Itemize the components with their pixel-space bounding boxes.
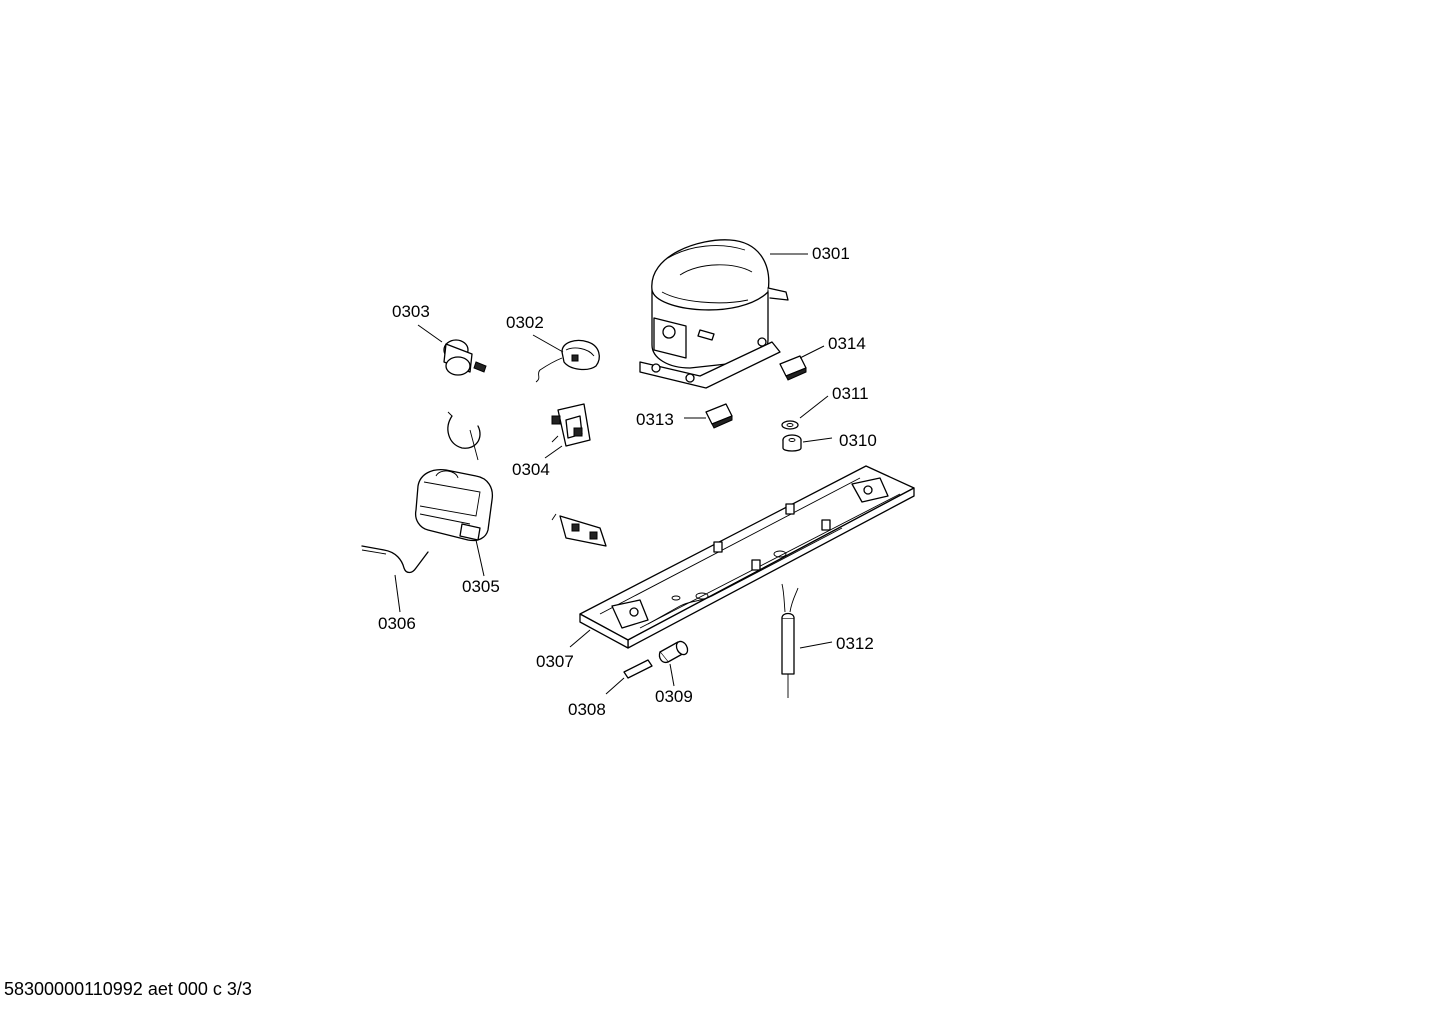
part-label-0302[interactable]: 0302 [506, 313, 544, 332]
leader-0311 [799, 395, 829, 419]
washer-icon[interactable] [781, 420, 799, 430]
retaining-clip-icon[interactable] [361, 545, 429, 574]
leader-0302 [532, 334, 564, 353]
capacitor-icon[interactable] [443, 339, 487, 376]
leader-0307 [569, 629, 591, 648]
part-label-0312[interactable]: 0312 [836, 634, 874, 653]
leader-0314 [799, 345, 825, 359]
mounting-rail-icon[interactable] [579, 465, 915, 649]
leader-0306 [394, 574, 401, 613]
grommet-icon[interactable] [782, 434, 802, 452]
leader-0309 [669, 663, 675, 687]
drawing-number: 58300000110992 aet 000 c 3/3 [4, 979, 252, 999]
protective-cover-icon[interactable] [414, 468, 494, 542]
part-label-0301[interactable]: 0301 [812, 244, 850, 263]
connector-icon[interactable] [705, 403, 733, 429]
clamp-icon[interactable] [779, 355, 807, 381]
part-label-0309[interactable]: 0309 [655, 687, 693, 706]
compressor-icon[interactable] [639, 239, 789, 389]
pin-icon[interactable] [623, 659, 653, 679]
leader-0308 [605, 677, 625, 695]
leader-0303 [417, 324, 443, 343]
dryer-filter-icon[interactable] [781, 583, 799, 698]
part-label-0313[interactable]: 0313 [636, 410, 674, 429]
spring-clip-icon [447, 411, 481, 461]
part-label-0306[interactable]: 0306 [378, 614, 416, 633]
starter-icon[interactable] [551, 403, 591, 447]
part-label-0307[interactable]: 0307 [536, 652, 574, 671]
leader-0304 [544, 445, 563, 459]
relay-icon[interactable] [535, 339, 600, 383]
part-label-0311[interactable]: 0311 [832, 384, 869, 403]
part-label-0305[interactable]: 0305 [462, 577, 500, 596]
part-label-0303[interactable]: 0303 [392, 302, 430, 321]
part-label-0308[interactable]: 0308 [568, 700, 606, 719]
leader-0310 [802, 437, 833, 443]
part-label-0314[interactable]: 0314 [828, 334, 866, 353]
sleeve-icon[interactable] [658, 639, 689, 664]
leader-0305 [475, 539, 485, 577]
part-label-0310[interactable]: 0310 [839, 431, 877, 450]
leader-0312 [799, 641, 833, 649]
part-label-0304[interactable]: 0304 [512, 460, 550, 479]
terminal-block-icon [551, 513, 607, 547]
